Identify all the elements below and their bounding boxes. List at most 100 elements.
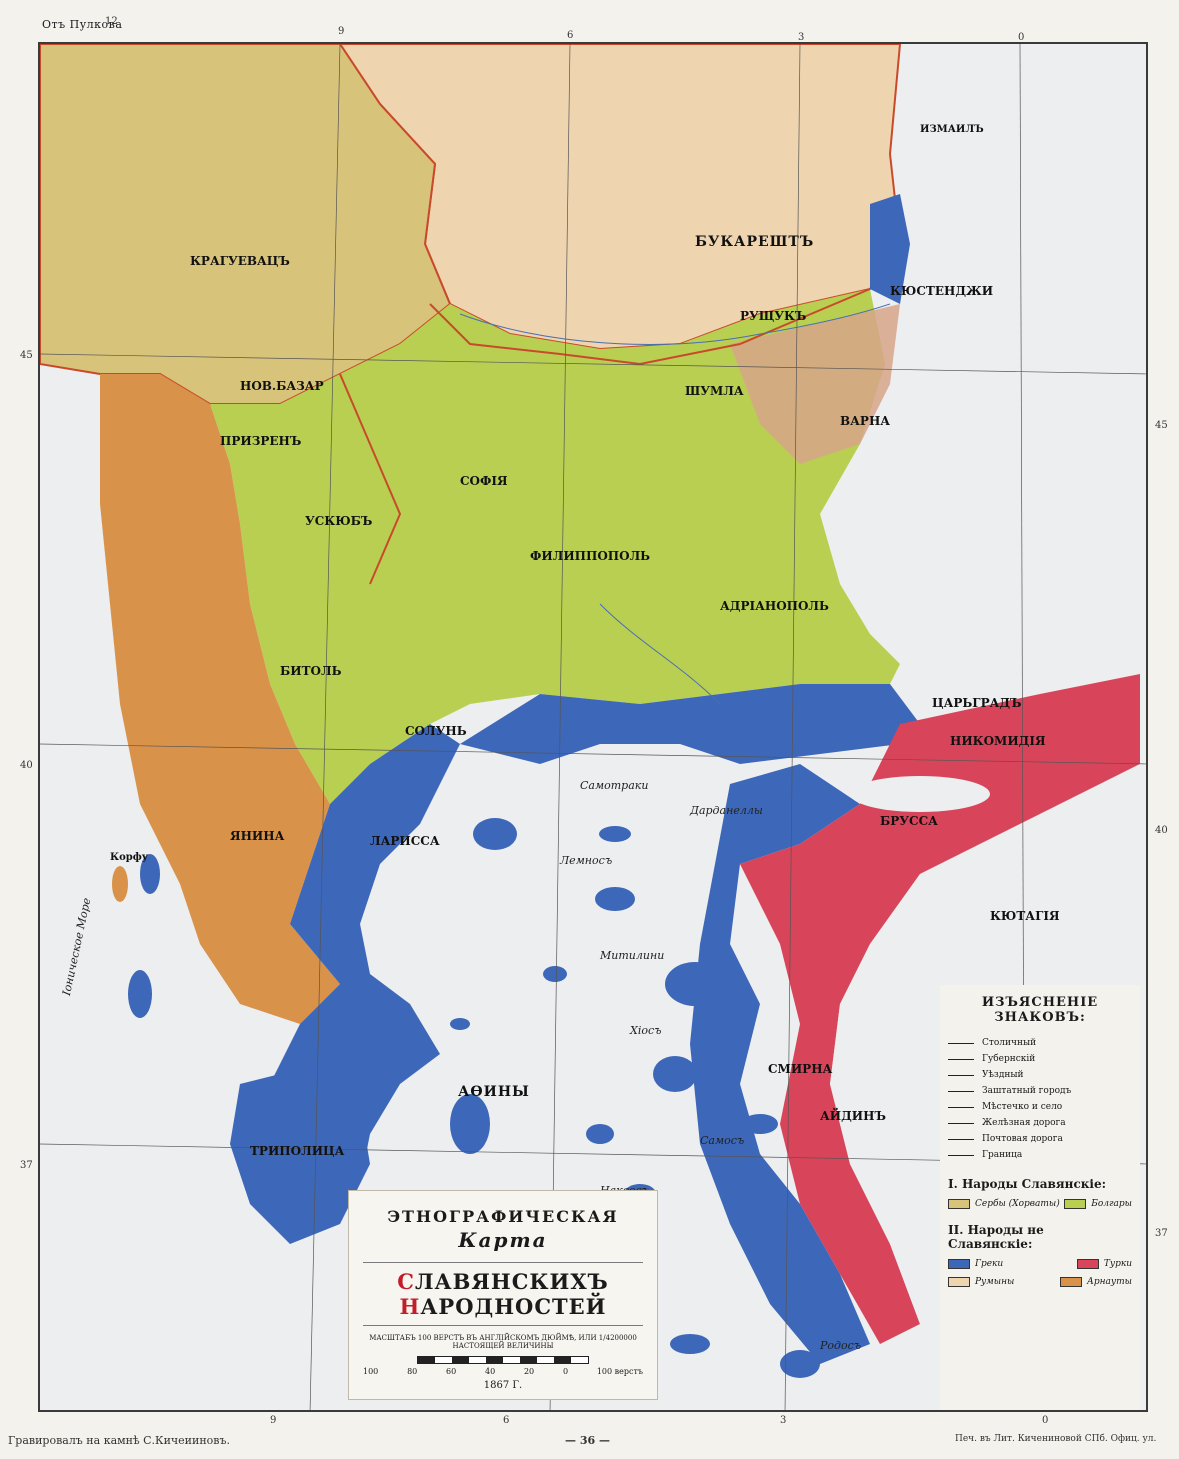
lat-right-37: 37 (1155, 1228, 1168, 1239)
legend-symbol (948, 1058, 974, 1060)
island (543, 966, 567, 982)
island (742, 1114, 778, 1134)
place-ismail: ИЗМАИЛЪ (920, 124, 984, 135)
scale-num: 100 верстъ (596, 1367, 643, 1376)
swatch-label: Румыны (975, 1277, 1015, 1287)
island (653, 1056, 697, 1092)
sea-of-marmara (850, 776, 990, 812)
lat-right-45: 45 (1155, 420, 1168, 431)
title-word-2: АРОДНОСТЕЙ (420, 1294, 607, 1319)
place-shumla: ШУМЛА (685, 384, 744, 398)
place-bucharest: БУКАРЕШТЪ (695, 234, 815, 250)
swatch-color (1076, 1259, 1099, 1269)
label-samothraki: Самотраки (580, 779, 649, 792)
legend-swatches-nonslavic-2: Румыны Арнауты (948, 1277, 1132, 1287)
legend-section-slavic: I. Народы Славянскіе: (948, 1177, 1107, 1191)
place-salonika: СОЛУНЬ (405, 724, 467, 738)
label-chios: Хіосъ (630, 1024, 662, 1037)
region-dobruja (730, 304, 900, 464)
swatch-label: Греки (975, 1259, 1004, 1269)
place-smyrna: СМИРНА (768, 1062, 833, 1076)
place-corfu: Корфу (110, 852, 149, 863)
legend-symbol (948, 1138, 974, 1140)
island (473, 818, 517, 850)
ionian-islands (112, 866, 128, 902)
legend: ИЗЪЯСНЕНІЕ ЗНАКОВЪ: Столичный Губернскій… (940, 985, 1140, 1410)
legend-row: Губернскій (948, 1051, 1132, 1067)
label-mytilene: Митилини (600, 949, 665, 962)
legend-swatch-romanians: Румыны (948, 1277, 1014, 1287)
region-black-sea-coast (870, 194, 910, 304)
swatch-color (948, 1199, 970, 1209)
place-athens: АѲИНЫ (458, 1084, 530, 1100)
island (599, 826, 631, 842)
rivers (459, 303, 891, 705)
river-maritsa (599, 603, 721, 705)
place-tripolitza: ТРИПОЛИЦА (250, 1144, 345, 1158)
bottom-tick-3: 3 (780, 1415, 787, 1426)
region-turkish (740, 674, 1140, 1344)
legend-swatch-bulgarians: Болгары (1064, 1199, 1132, 1209)
page-number: — 36 — (565, 1434, 610, 1447)
swatch-label: Арнауты (1087, 1277, 1132, 1287)
ethnographic-map (40, 44, 1146, 1410)
legend-row: Граница (948, 1147, 1132, 1163)
place-novi-bazar: НОВ.БАЗАР (240, 379, 324, 393)
legend-symbol-rows: Столичный Губернскій Уѣздный Заштатный г… (948, 1035, 1132, 1163)
legend-row: Мѣстечко и село (948, 1099, 1132, 1115)
island (665, 962, 725, 1006)
legend-row: Столичный (948, 1035, 1132, 1051)
title-line-2: Карта (458, 1228, 548, 1252)
scale-num: 100 (363, 1367, 379, 1376)
label-samos: Самосъ (700, 1134, 745, 1147)
legend-row: Желѣзная дорога (948, 1115, 1132, 1131)
place-bitola: БИТОЛЬ (280, 664, 342, 678)
grid-line (309, 44, 341, 1410)
legend-symbol (948, 1090, 974, 1092)
grid-line (40, 743, 1146, 765)
lat-right-40: 40 (1155, 825, 1168, 836)
place-kustenji: КЮСТЕНДЖИ (890, 284, 994, 298)
legend-row-label: Почтовая дорога (982, 1134, 1063, 1144)
swatch-label: Сербы (Хорваты) (975, 1199, 1060, 1209)
place-varna: ВАРНА (840, 414, 891, 428)
title-line-3: СЛАВЯНСКИХЪ НАРОДНОСТЕЙ (363, 1262, 643, 1326)
island (450, 1018, 470, 1030)
borders (339, 288, 871, 585)
swatch-label: Болгары (1091, 1199, 1132, 1209)
legend-row-label: Мѣстечко и село (982, 1102, 1063, 1112)
top-tick-12: 12 (105, 16, 118, 27)
island (112, 866, 128, 902)
place-philippopolis: ФИЛИППОПОЛЬ (530, 549, 651, 563)
legend-symbol (948, 1042, 974, 1044)
lat-left-40: 40 (20, 760, 33, 771)
place-janina: ЯНИНА (230, 829, 285, 843)
scale-num: 60 (446, 1367, 457, 1376)
legend-swatches-slavic: Сербы (Хорваты) Болгары (948, 1199, 1132, 1209)
place-kutahya: КЮТАГІЯ (990, 909, 1060, 923)
legend-row: Почтовая дорога (948, 1131, 1132, 1147)
title-word-1: ЛАВЯНСКИХЪ (414, 1269, 609, 1294)
scale-num: 80 (407, 1367, 418, 1376)
island (541, 734, 569, 754)
scale-caption: МАСШТАБЪ 100 ВЕРСТЪ ВЪ АНГЛІЙСКОМЪ ДЮЙМѢ… (369, 1334, 637, 1350)
legend-row-label: Губернскій (982, 1054, 1036, 1064)
border-danube (429, 288, 871, 366)
place-brussa: БРУССА (880, 814, 938, 828)
legend-swatch-turks: Турки (1076, 1259, 1132, 1269)
scale-numbers: 100 80 60 40 20 0 100 верстъ (363, 1367, 643, 1376)
scale-num: 20 (523, 1367, 535, 1376)
legend-title: ИЗЪЯСНЕНІЕ ЗНАКОВЪ: (981, 995, 1099, 1025)
map-year: 1867 Г. (483, 1380, 523, 1391)
place-nicomedia: НИКОМИДІЯ (950, 734, 1046, 748)
legend-swatch-albanians: Арнауты (1060, 1277, 1132, 1287)
grid-line (784, 44, 801, 1410)
place-ruse: РУЩУКЪ (740, 309, 807, 323)
legend-swatches-nonslavic-1: Греки Турки (948, 1259, 1132, 1269)
legend-row-label: Уѣздный (982, 1070, 1024, 1080)
scale-num: 40 (485, 1367, 496, 1376)
label-lemnos: Лемносъ (560, 854, 613, 867)
legend-row-label: Желѣзная дорога (982, 1118, 1066, 1128)
island (128, 970, 152, 1018)
